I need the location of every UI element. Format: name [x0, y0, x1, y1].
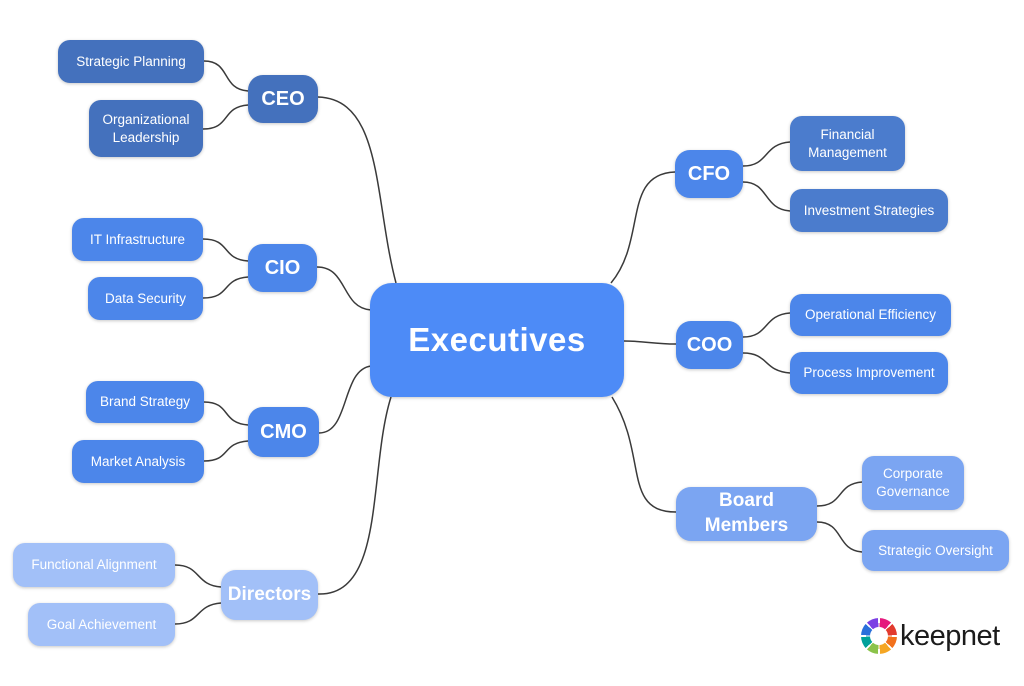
node-functional-alignment[interactable]: Functional Alignment [13, 543, 175, 587]
keepnet-logo-text: keepnet [900, 619, 1000, 652]
edge-executives-ceo [317, 96, 397, 284]
node-executives[interactable]: Executives [370, 283, 624, 397]
node-directors[interactable]: Directors [221, 570, 318, 620]
edge-cmo-brand-strategy [203, 401, 249, 426]
node-corporate-governance[interactable]: Corporate Governance [862, 456, 964, 510]
edge-board-strategic-oversight [816, 521, 863, 553]
node-coo[interactable]: COO [676, 321, 743, 369]
node-financial-management[interactable]: Financial Management [790, 116, 905, 171]
edge-cio-data-security [202, 276, 249, 299]
edge-coo-process-improvement [742, 352, 791, 374]
edge-cfo-financial-management [742, 141, 791, 167]
node-cio[interactable]: CIO [248, 244, 317, 292]
edge-executives-directors [317, 396, 392, 595]
edge-cio-it-infrastructure [202, 238, 249, 262]
edge-executives-board [611, 396, 677, 513]
edge-cmo-market-analysis [203, 440, 249, 462]
node-market-analysis[interactable]: Market Analysis [72, 440, 204, 483]
node-it-infrastructure[interactable]: IT Infrastructure [72, 218, 203, 261]
edge-directors-functional-alignment [174, 564, 222, 588]
edge-ceo-organizational-leadership [202, 104, 249, 130]
edge-coo-operational-efficiency [742, 312, 791, 338]
edge-board-corporate-governance [816, 481, 863, 507]
keepnet-logo: keepnet [861, 618, 1000, 654]
node-process-improvement[interactable]: Process Improvement [790, 352, 948, 394]
edge-executives-coo [623, 340, 677, 345]
edge-executives-cio [316, 266, 372, 311]
node-cmo[interactable]: CMO [248, 407, 319, 457]
node-investment-strategies[interactable]: Investment Strategies [790, 189, 948, 232]
keepnet-logo-icon-hole [870, 627, 888, 645]
node-brand-strategy[interactable]: Brand Strategy [86, 381, 204, 423]
node-goal-achievement[interactable]: Goal Achievement [28, 603, 175, 646]
edge-directors-goal-achievement [174, 602, 222, 625]
node-ceo[interactable]: CEO [248, 75, 318, 123]
edge-cfo-investment-strategies [742, 181, 791, 212]
node-strategic-planning[interactable]: Strategic Planning [58, 40, 204, 83]
edge-executives-cfo [610, 171, 676, 284]
node-board-members[interactable]: Board Members [676, 487, 817, 541]
node-cfo[interactable]: CFO [675, 150, 743, 198]
node-strategic-oversight[interactable]: Strategic Oversight [862, 530, 1009, 571]
node-operational-efficiency[interactable]: Operational Efficiency [790, 294, 951, 336]
node-data-security[interactable]: Data Security [88, 277, 203, 320]
keepnet-logo-icon [861, 618, 897, 654]
edge-executives-cmo [318, 365, 372, 434]
edge-ceo-strategic-planning [203, 60, 249, 92]
node-organizational-leadership[interactable]: Organizational Leadership [89, 100, 203, 157]
